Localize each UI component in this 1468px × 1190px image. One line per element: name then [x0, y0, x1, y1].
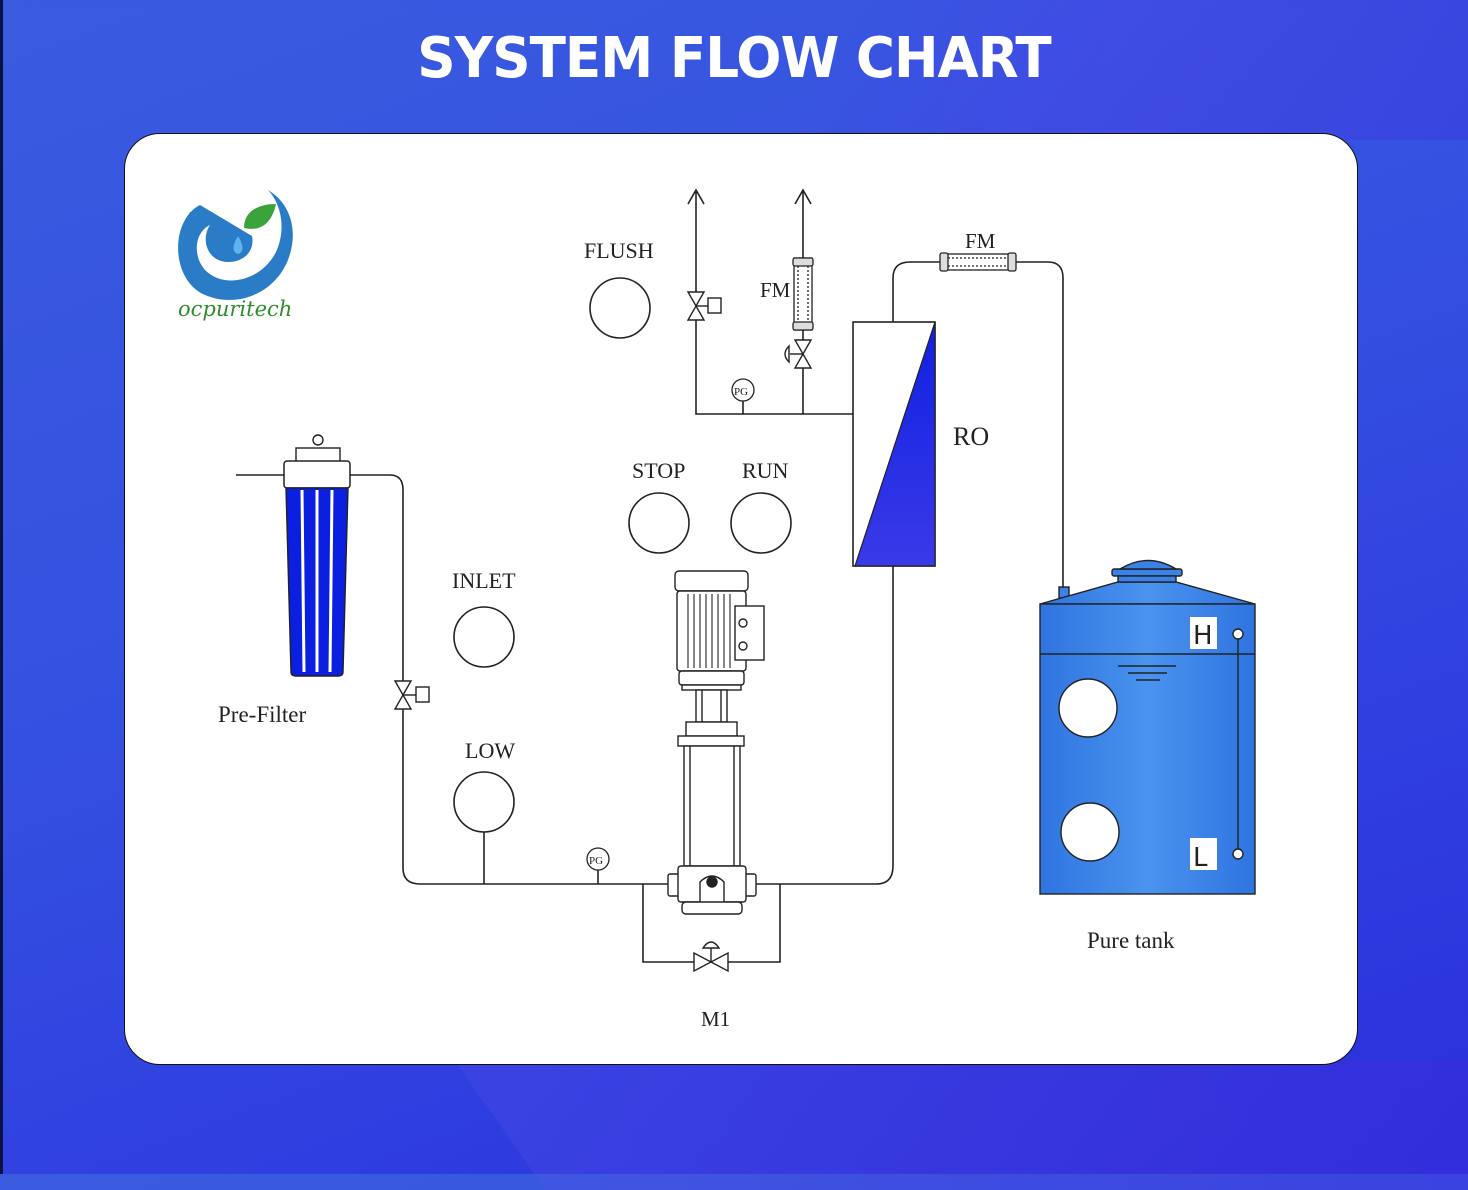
- product-pipe: [892, 261, 1064, 590]
- indicator-lamp: [628, 492, 690, 554]
- indicator-lamp: [453, 606, 515, 668]
- pressure-gauge-feed[interactable]: PG: [586, 847, 610, 871]
- level-high-label: H: [1193, 621, 1213, 651]
- pump[interactable]: [667, 570, 765, 915]
- indicator-lamp: [589, 277, 651, 339]
- gauge-label: PG: [589, 855, 603, 867]
- diaphragm-valve-icon: [693, 941, 729, 973]
- piping: [236, 188, 1064, 963]
- level-low-label: L: [1193, 843, 1208, 873]
- prefilter[interactable]: Pre-Filter: [218, 434, 351, 727]
- pressure-gauge-reject[interactable]: PG: [731, 378, 755, 402]
- flowmeter-icon: [939, 252, 1017, 272]
- indicator-label: STOP: [632, 458, 685, 483]
- indicator-lamp: [730, 492, 792, 554]
- indicator-stop[interactable]: STOP: [628, 458, 690, 554]
- water-drop-leaf-logo-icon: [178, 190, 293, 300]
- cartridge-filter-icon: [283, 434, 351, 677]
- flowmeter-concentrate[interactable]: FM: [760, 257, 814, 331]
- valve-label: M1: [701, 1007, 730, 1031]
- gauge-icon: [586, 847, 610, 871]
- flush-solenoid-valve-icon[interactable]: [686, 291, 722, 321]
- feed-pipe: [350, 474, 672, 885]
- indicator-label: INLET: [452, 568, 516, 593]
- background-edge: [0, 0, 3, 1174]
- indicator-low[interactable]: LOW: [453, 738, 515, 833]
- tank-label: Pure tank: [1087, 928, 1175, 953]
- indicator-label: RUN: [742, 458, 789, 483]
- bypass-valve-m1[interactable]: M1: [693, 941, 730, 1031]
- ro-label: RO: [953, 422, 989, 451]
- vertical-pump-icon: [667, 570, 765, 915]
- level-sensor-high: H: [1190, 617, 1217, 651]
- solenoid-valve-icon[interactable]: [393, 680, 430, 710]
- flowmeter-product[interactable]: FM: [939, 229, 1017, 272]
- bypass-pipe: [642, 884, 781, 963]
- flowmeter-icon: [792, 257, 814, 331]
- ro-membrane-icon: [852, 321, 936, 567]
- indicator-inlet[interactable]: INLET: [452, 568, 516, 668]
- storage-tank-icon: [1039, 559, 1256, 895]
- indicator-lamp: [453, 771, 515, 833]
- indicator-flush[interactable]: FLUSH: [584, 238, 654, 339]
- gauge-icon: [731, 378, 755, 402]
- concentrate-needle-valve-icon[interactable]: [784, 339, 813, 369]
- flowmeter-label: FM: [965, 229, 996, 253]
- indicator-label: LOW: [465, 738, 515, 763]
- flowmeter-label: FM: [760, 278, 791, 302]
- prefilter-label: Pre-Filter: [218, 702, 306, 727]
- pump-to-ro-pipe: [754, 566, 894, 885]
- brand-logo: ocpuritech: [178, 190, 293, 321]
- level-sensor-low: L: [1190, 838, 1217, 873]
- concentrate-pipe: [695, 320, 853, 415]
- page-title: SYSTEM FLOW CHART: [417, 26, 1051, 91]
- pure-tank[interactable]: H L Pure tank: [1039, 559, 1256, 954]
- indicator-label: FLUSH: [584, 238, 654, 263]
- ro-membrane[interactable]: RO: [852, 321, 989, 567]
- indicator-run[interactable]: RUN: [730, 458, 792, 554]
- gauge-label: PG: [734, 386, 748, 398]
- brand-name: ocpuritech: [178, 297, 292, 321]
